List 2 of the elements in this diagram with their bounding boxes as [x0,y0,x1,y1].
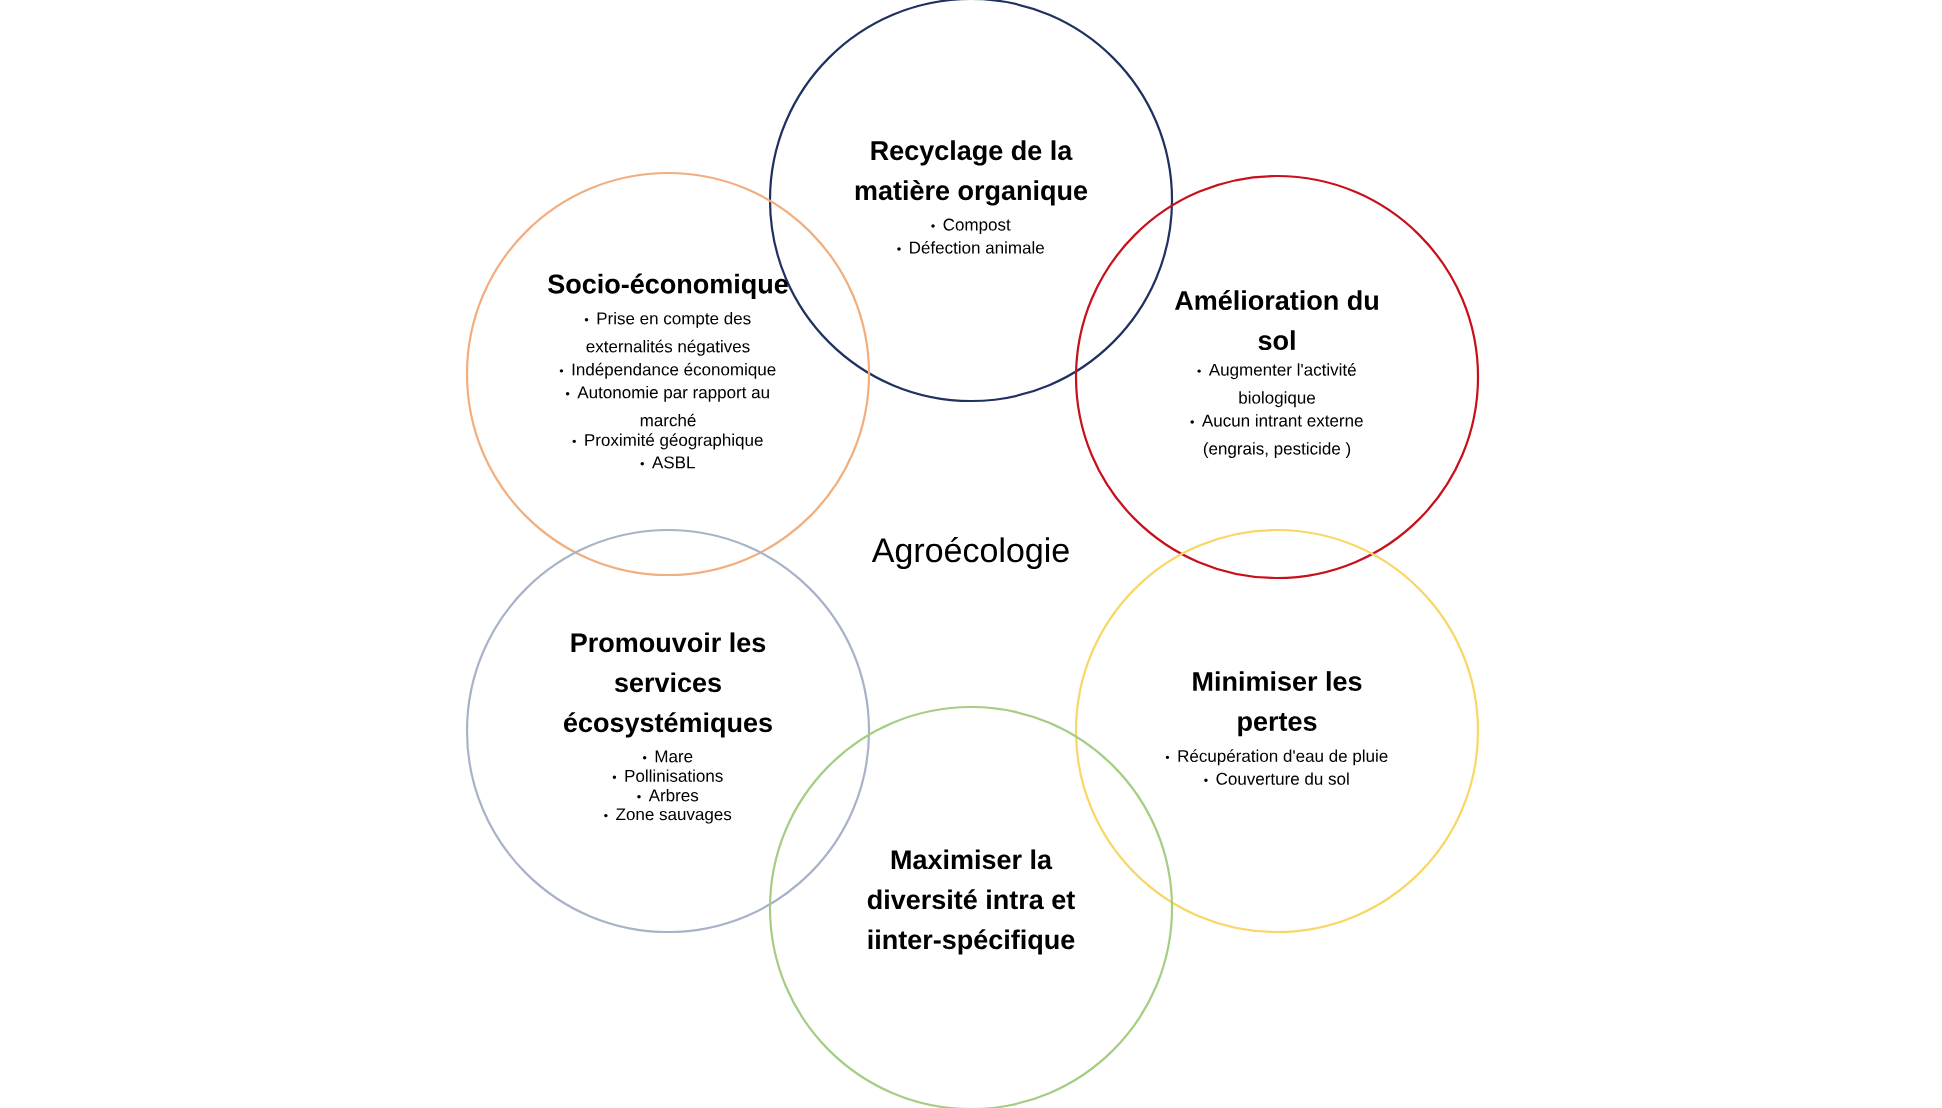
circle-node: Minimiser les pertes Récupération d'eau de pluie Couverture du sol [1074,528,1480,934]
center-label: Agroécologie [871,536,1069,570]
